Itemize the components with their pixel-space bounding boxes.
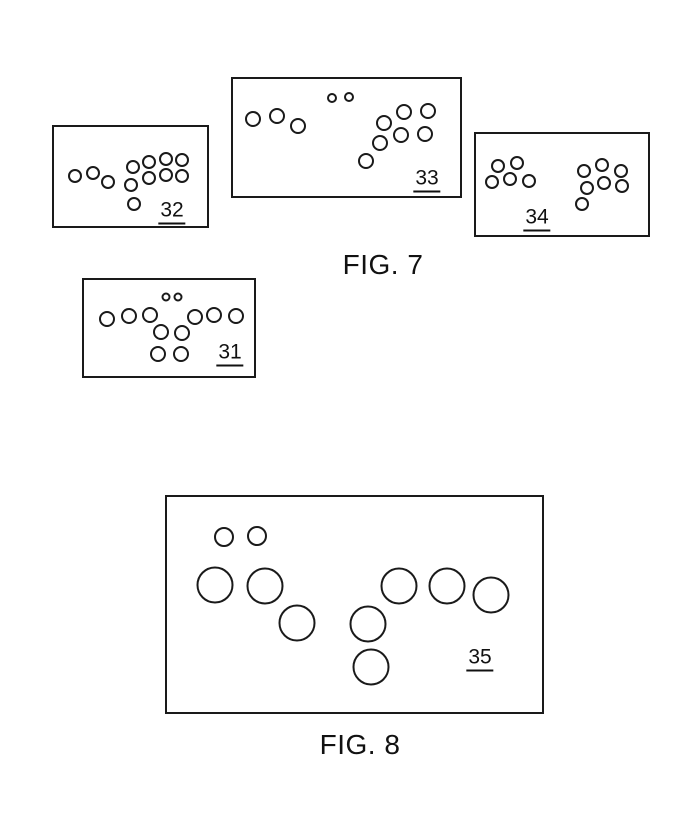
ref-numeral-35: 35 bbox=[466, 647, 494, 672]
ref-numeral-32: 32 bbox=[158, 200, 186, 225]
ref-numeral-34: 34 bbox=[523, 207, 551, 232]
ref-numeral-31: 31 bbox=[216, 342, 244, 367]
hole-pattern-33 bbox=[245, 92, 436, 169]
apparatus-outline-33: 33 bbox=[231, 77, 462, 198]
ref-numeral-33: 33 bbox=[413, 168, 441, 193]
hole-pattern-32 bbox=[68, 152, 189, 211]
hole-pattern-34 bbox=[485, 156, 629, 211]
figure-7-caption: FIG. 7 bbox=[342, 249, 424, 280]
apparatus-outline-31: 31 bbox=[82, 278, 256, 378]
apparatus-outline-32: 32 bbox=[52, 125, 209, 228]
apparatus-outline-35: 35 bbox=[165, 495, 544, 714]
apparatus-outline-34: 34 bbox=[474, 132, 650, 237]
figure-8-caption: FIG. 8 bbox=[319, 729, 401, 760]
hole-pattern-31 bbox=[99, 292, 244, 362]
hole-pattern-35 bbox=[196, 526, 510, 686]
